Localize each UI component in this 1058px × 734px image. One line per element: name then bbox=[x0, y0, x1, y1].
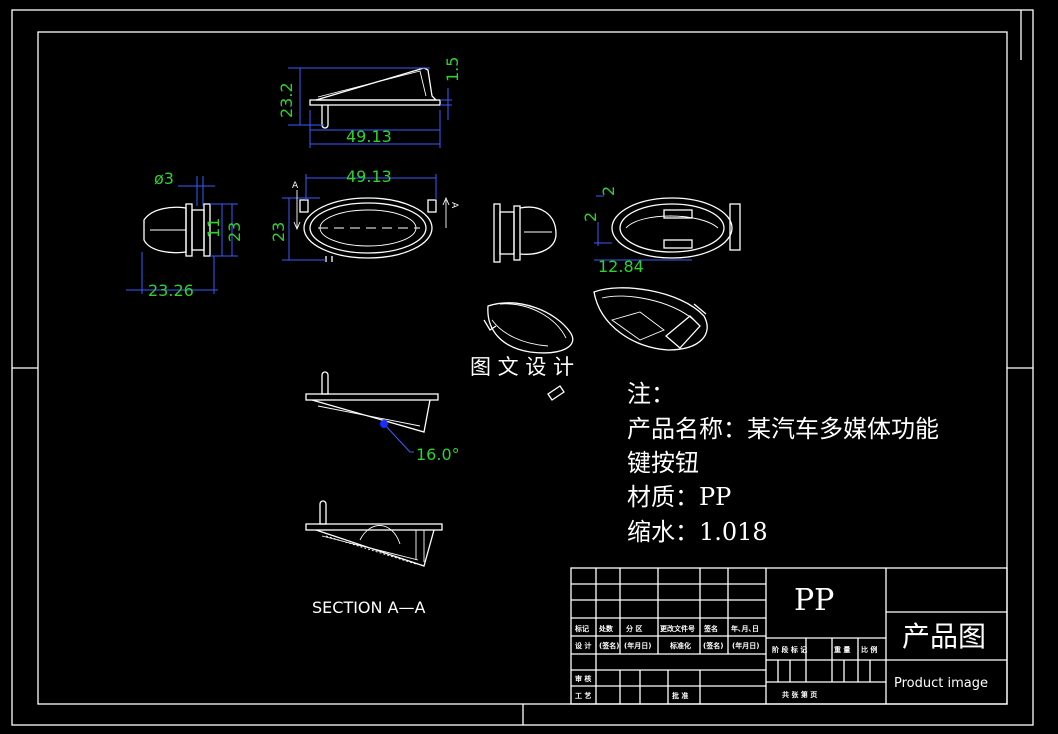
tb-row2-4: (签名) bbox=[703, 641, 723, 650]
notes-heading: 注： bbox=[627, 380, 675, 408]
notes-line-4: 缩水：1.018 bbox=[627, 518, 768, 546]
dim-left-width: 23.26 bbox=[148, 281, 194, 300]
iso-view-1 bbox=[483, 302, 574, 354]
tb-row2-5: (年月日) bbox=[732, 641, 759, 650]
right-view bbox=[493, 203, 557, 263]
top-view bbox=[288, 67, 452, 148]
dim-front-length: 49.13 bbox=[346, 167, 392, 186]
sheet-frame bbox=[11, 9, 1034, 726]
tb-scale: 比 例 bbox=[861, 645, 877, 654]
rear-view bbox=[594, 195, 741, 261]
angle-view bbox=[305, 371, 439, 453]
front-view bbox=[282, 174, 450, 262]
tb-header-0: 标记 bbox=[574, 624, 589, 633]
tb-header-4: 签名 bbox=[703, 624, 718, 633]
notes-block: 注： 产品名称：某汽车多媒体功能 键按钮 材质：PP 缩水：1.018 bbox=[627, 380, 939, 546]
tb-row2-3: 标准化 bbox=[669, 641, 691, 650]
tb-row2-2: (年月日) bbox=[624, 641, 651, 650]
tb-sheets: 共 张 第 页 bbox=[782, 690, 817, 699]
dim-top-thick: 1.5 bbox=[443, 57, 462, 82]
dim-top-height: 23.2 bbox=[277, 82, 296, 118]
tb-process: 工 艺 bbox=[575, 691, 591, 700]
tb-image-caption: Product image bbox=[894, 676, 988, 691]
tb-row2-0: 设 计 bbox=[575, 641, 591, 650]
notes-line-3: 材质：PP bbox=[627, 483, 731, 511]
left-view bbox=[126, 176, 238, 294]
tb-row2-1: (签名) bbox=[599, 641, 619, 650]
section-mark-right: A bbox=[449, 202, 459, 209]
watermark-logo bbox=[547, 385, 565, 401]
notes-line-1: 产品名称：某汽车多媒体功能 bbox=[627, 415, 939, 443]
dim-right-d2: 2 bbox=[581, 212, 600, 222]
tb-header-5: 年､月､日 bbox=[731, 624, 759, 633]
tb-drawing-name: 产品图 bbox=[902, 620, 986, 653]
dim-right-d1: 2 bbox=[599, 186, 618, 196]
watermark-text: 图 文 设 计 bbox=[470, 355, 574, 379]
notes-line-2: 键按钮 bbox=[627, 449, 699, 477]
tb-material: PP bbox=[794, 583, 834, 618]
title-block bbox=[570, 567, 1008, 705]
tb-header-2: 分 区 bbox=[626, 624, 642, 633]
tb-header-1: 处数 bbox=[598, 624, 614, 633]
dim-left-dia: ø3 bbox=[154, 169, 174, 188]
dim-left-h2: 23 bbox=[225, 222, 244, 242]
section-mark-left: A bbox=[292, 181, 299, 191]
iso-view-2 bbox=[593, 287, 708, 351]
dim-front-height: 23 bbox=[269, 222, 288, 242]
tb-approve: 批 准 bbox=[672, 691, 688, 700]
section-view bbox=[305, 500, 443, 567]
dim-right-len: 12.84 bbox=[598, 257, 644, 276]
tb-weight: 重 量 bbox=[834, 645, 850, 654]
tb-stage: 阶 段 标 记 bbox=[772, 645, 807, 654]
section-label: SECTION A—A bbox=[312, 598, 426, 617]
tb-header-3: 更改文件号 bbox=[660, 624, 695, 633]
dim-top-length: 49.13 bbox=[346, 127, 392, 146]
dim-left-h1: 11 bbox=[204, 218, 223, 238]
dim-angle: 16.0° bbox=[416, 445, 460, 464]
tb-review: 审 核 bbox=[575, 674, 591, 683]
